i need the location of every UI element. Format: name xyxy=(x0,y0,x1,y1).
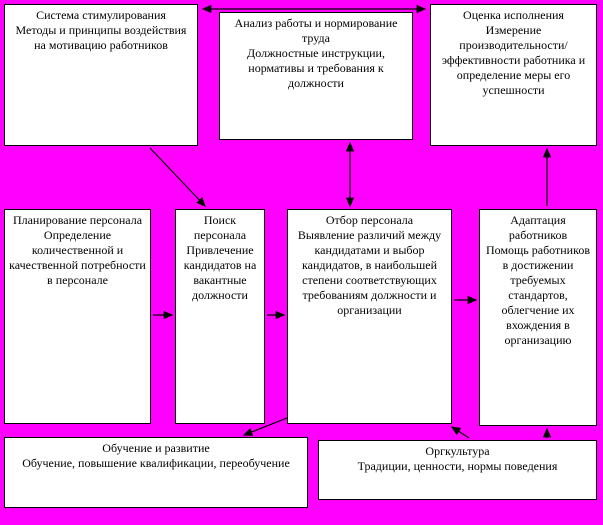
box-title: Оргкультура xyxy=(425,444,490,458)
box-title: Оценка исполнения xyxy=(463,8,564,22)
box-title: Анализ работы и нормирование труда xyxy=(234,16,398,45)
box-work-analysis: Анализ работы и нормирование труда Должн… xyxy=(219,12,413,140)
box-title: Система стимулирования xyxy=(36,8,166,22)
box-personnel-search: Поиск персонала Привлечение кандидатов н… xyxy=(175,209,265,424)
box-body: Выявление различий между кандидатами и в… xyxy=(297,228,442,317)
box-training-development: Обучение и развитие Обучение, повышение … xyxy=(4,437,308,508)
box-title: Обучение и развитие xyxy=(102,441,210,455)
box-body: Методы и принципы воздействия на мотивац… xyxy=(15,23,187,52)
box-body: Традиции, ценности, нормы поведения xyxy=(357,459,558,473)
box-personnel-planning: Планирование персонала Определение колич… xyxy=(4,209,151,424)
box-title: Адаптация работников xyxy=(508,213,568,242)
box-org-culture: Оргкультура Традиции, ценности, нормы по… xyxy=(318,440,597,500)
box-body: Обучение, повышение квалификации, переоб… xyxy=(22,456,290,470)
box-body: Измерение производительности/ эффективно… xyxy=(441,23,586,97)
box-body: Привлечение кандидатов на вакантные долж… xyxy=(183,243,257,302)
box-body: Помощь работников в достижении требуемых… xyxy=(486,243,590,347)
box-performance-evaluation: Оценка исполнения Измерение производител… xyxy=(430,4,597,146)
box-title: Планирование персонала xyxy=(12,213,143,227)
box-body: Должностные инструкции, нормативы и треб… xyxy=(247,46,385,90)
box-stimulation-system: Система стимулирования Методы и принципы… xyxy=(4,4,198,146)
box-body: Определение количественной и качественно… xyxy=(9,228,146,287)
box-title: Поиск персонала xyxy=(193,213,247,242)
arrow-stimulation-search xyxy=(149,147,206,207)
box-title: Отбор персонала xyxy=(325,213,414,227)
box-worker-adaptation: Адаптация работников Помощь работников в… xyxy=(479,209,597,426)
arrow-culture-selection xyxy=(450,426,470,439)
box-personnel-selection: Отбор персонала Выявление различий между… xyxy=(287,209,452,424)
